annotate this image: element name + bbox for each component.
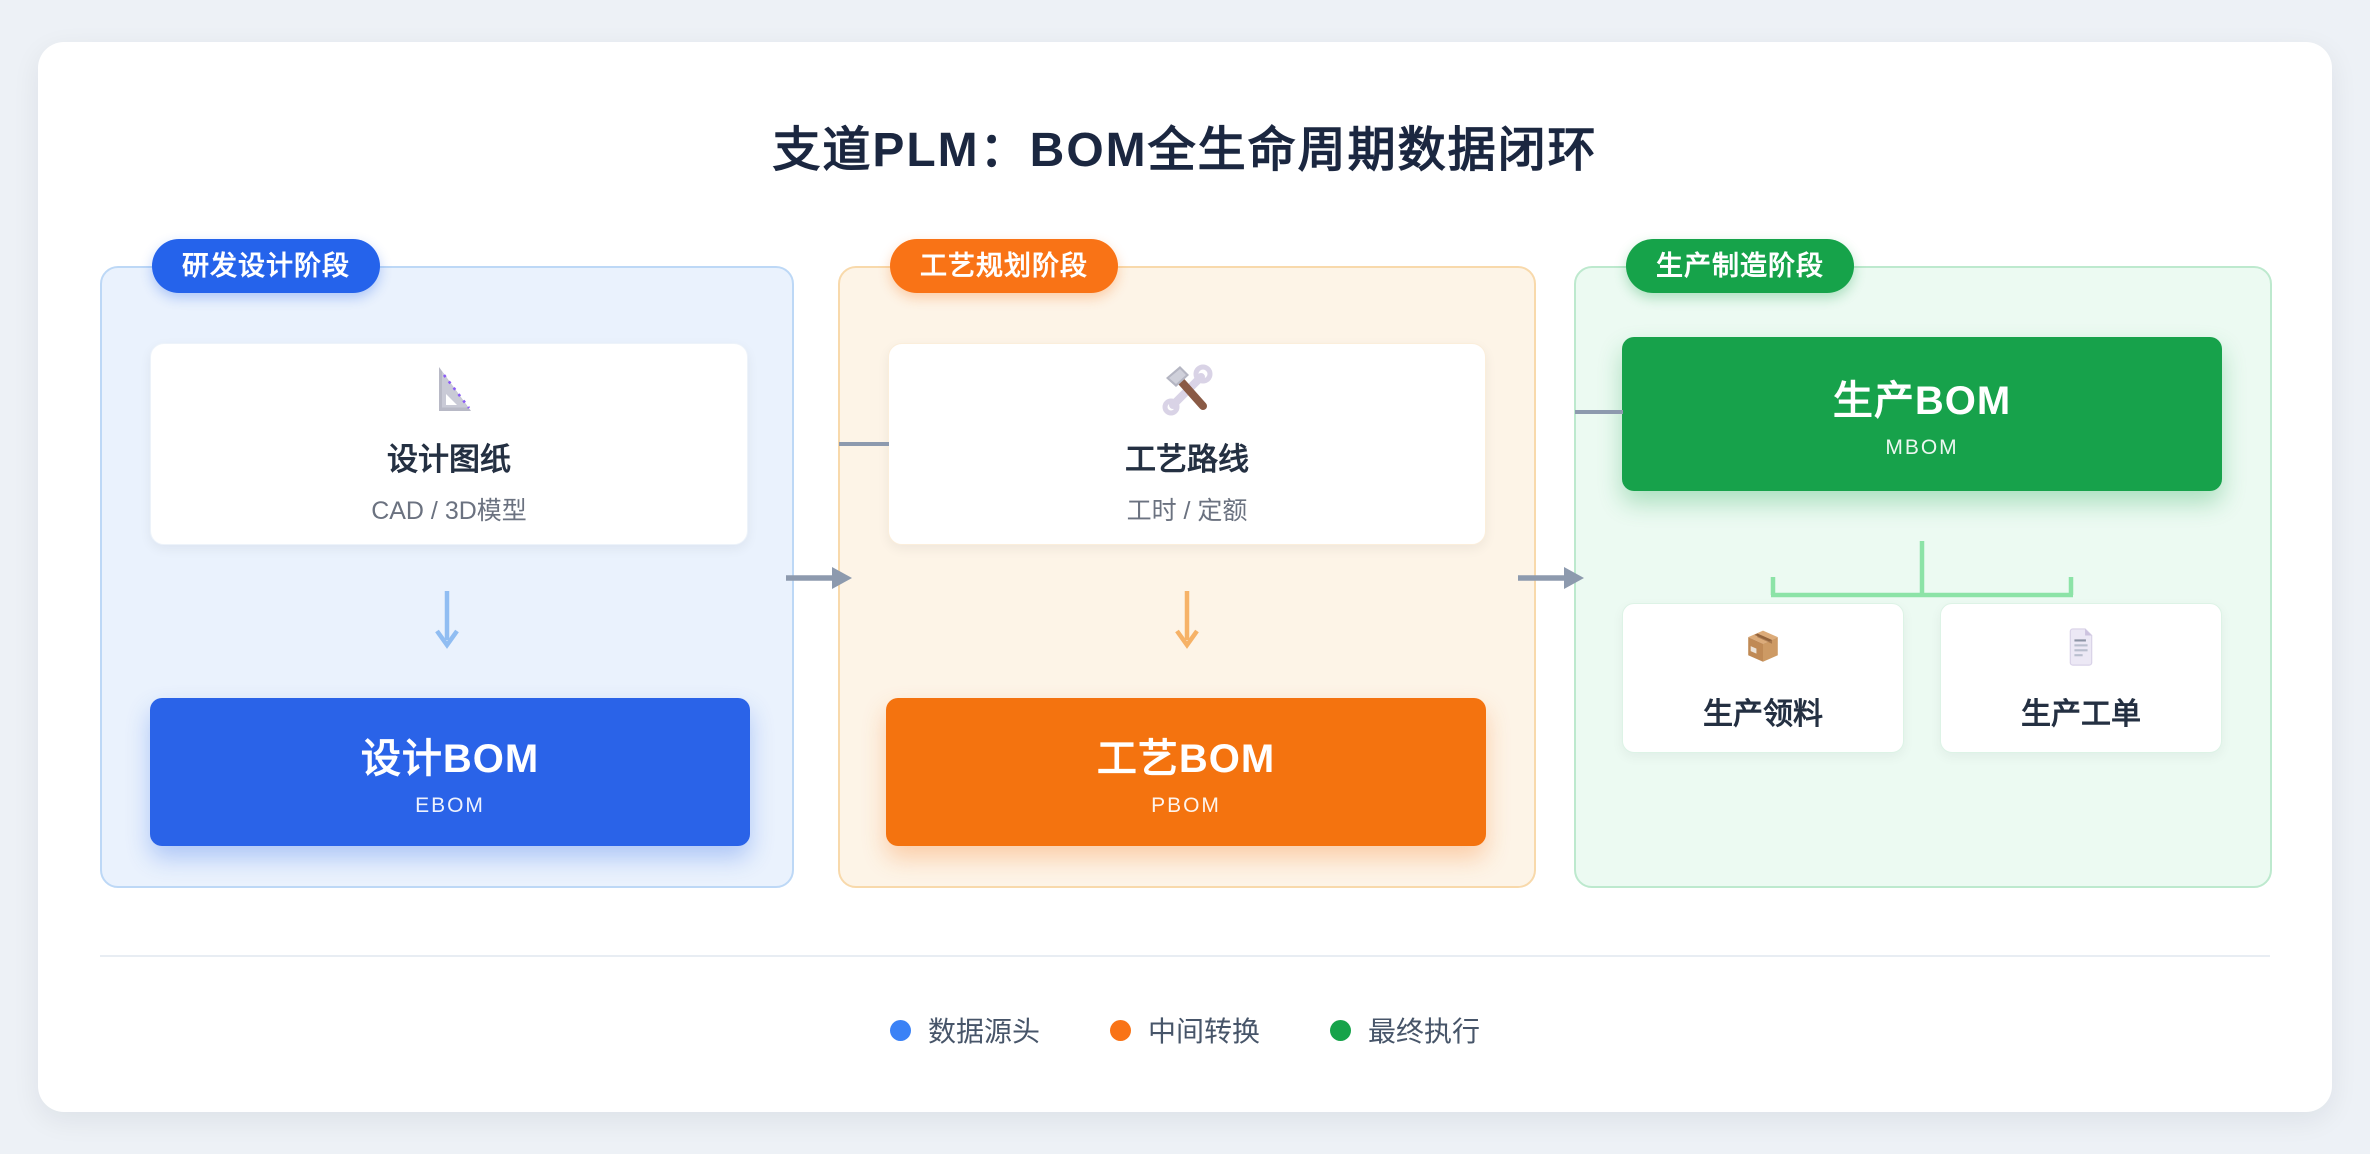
legend-item-data-source: 数据源头 xyxy=(889,1010,1040,1050)
design-bom-subtitle: EBOM xyxy=(415,794,485,817)
production-material-title: 生产领料 xyxy=(1703,697,1823,731)
triangle-ruler-icon xyxy=(421,361,477,422)
legend-item-final-execution: 最终执行 xyxy=(1330,1010,1480,1050)
document-icon xyxy=(2058,624,2104,675)
stage-badge-process: 工艺规划阶段 xyxy=(890,239,1118,293)
process-bom-block: 工艺BOM PBOM xyxy=(886,698,1486,846)
right-arrow-icon xyxy=(786,565,854,591)
design-drawing-card: 设计图纸 CAD / 3D模型 xyxy=(150,343,748,545)
legend-item-intermediate: 中间转换 xyxy=(1109,1010,1260,1050)
production-order-title: 生产工单 xyxy=(2021,697,2141,731)
design-drawing-title: 设计图纸 xyxy=(387,442,511,477)
green-dot-icon xyxy=(1330,1019,1351,1041)
stage-badge-design: 研发设计阶段 xyxy=(152,239,380,293)
legend-label: 最终执行 xyxy=(1368,1016,1481,1047)
connector-stub xyxy=(839,442,889,446)
design-bom-title: 设计BOM xyxy=(360,737,540,781)
blue-dot-icon xyxy=(889,1019,911,1041)
hammer-wrench-icon xyxy=(1159,361,1215,422)
orange-dot-icon xyxy=(1109,1019,1131,1041)
process-route-subtitle: 工时 / 定额 xyxy=(1126,497,1248,525)
down-arrow-icon xyxy=(434,590,460,650)
stage-badge-production: 生产制造阶段 xyxy=(1626,239,1854,293)
down-arrow-icon xyxy=(1174,590,1200,650)
production-material-card: 生产领料 xyxy=(1622,603,1904,753)
production-bom-subtitle: MBOM xyxy=(1885,436,1959,459)
branch-connector xyxy=(1769,541,2075,599)
package-icon xyxy=(1740,624,1786,675)
process-route-title: 工艺路线 xyxy=(1125,442,1249,477)
right-arrow-icon xyxy=(1518,565,1586,591)
legend: 数据源头 中间转换 最终执行 xyxy=(0,1010,2370,1050)
connector-stub xyxy=(1575,410,1623,414)
production-order-card: 生产工单 xyxy=(1940,603,2222,753)
production-bom-title: 生产BOM xyxy=(1832,379,2012,423)
process-bom-title: 工艺BOM xyxy=(1096,737,1276,781)
process-bom-subtitle: PBOM xyxy=(1151,794,1221,817)
process-route-card: 工艺路线 工时 / 定额 xyxy=(888,343,1486,545)
page-title: 支道PLM：BOM全生命周期数据闭环 xyxy=(772,124,1598,177)
production-bom-block: 生产BOM MBOM xyxy=(1622,337,2222,491)
divider xyxy=(100,955,2270,957)
design-bom-block: 设计BOM EBOM xyxy=(150,698,750,846)
design-drawing-subtitle: CAD / 3D模型 xyxy=(371,497,527,525)
legend-label: 中间转换 xyxy=(1147,1016,1260,1047)
legend-label: 数据源头 xyxy=(927,1016,1040,1047)
